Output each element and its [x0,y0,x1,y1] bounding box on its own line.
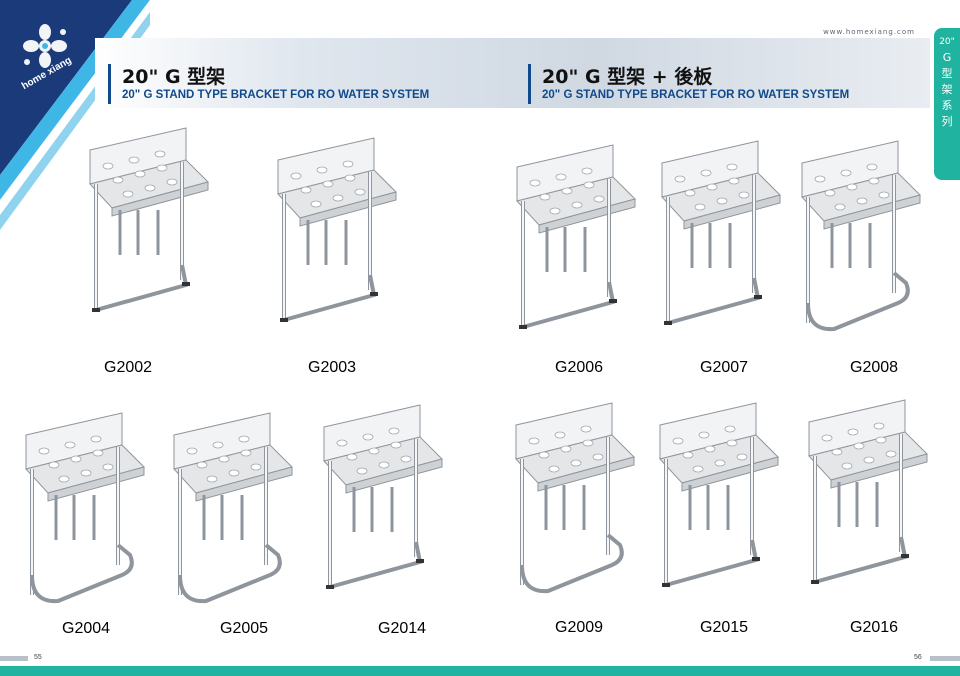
section-title: 20" G 型架 + 後板 [542,66,713,88]
product-label: G2004 [62,620,111,637]
product-label: G2007 [700,359,749,376]
product-card [650,133,800,363]
series-tab: 20" G 型 架 系 列 [934,28,960,180]
series-tab-char: 列 [941,115,953,128]
page-number-right: 56 [914,654,922,661]
product-label: G2003 [308,359,357,376]
footer-stripe [0,666,960,676]
product-label: G2016 [850,619,899,636]
title-bar [528,64,531,104]
website-url: www.homexiang.com [823,28,915,36]
product-card [790,133,940,363]
logo: home xiang [15,22,75,92]
product-label: G2008 [850,359,899,376]
series-tab-char: 20" [939,37,955,47]
series-tab-char: 系 [941,99,953,112]
product-label: G2002 [104,359,153,376]
bracket-image [323,404,443,589]
title-bar [108,64,111,104]
product-label: G2015 [700,619,749,636]
product-card [14,405,164,635]
product-label: G2014 [378,620,427,637]
page-bar-right [930,656,960,661]
page-bar-left [0,656,28,661]
section-title: 20" G 型架 [122,66,226,88]
product-card [504,395,654,625]
header-band [95,38,930,108]
series-tab-char: 型 [941,67,953,80]
product-card [266,130,416,360]
product-label: G2006 [555,359,604,376]
bracket-image [516,144,636,329]
series-tab-char: 架 [941,83,953,96]
product-card [312,397,462,627]
page-number-left: 55 [34,654,42,661]
section-subtitle: 20" G STAND TYPE BRACKET FOR RO WATER SY… [542,89,850,101]
series-tab-char: G [942,51,952,64]
bracket-image [277,137,397,322]
section-subtitle: 20" G STAND TYPE BRACKET FOR RO WATER SY… [122,89,430,101]
bracket-image [25,412,145,604]
product-card [648,395,798,625]
product-card [797,392,947,622]
product-card [505,137,655,367]
bracket-image [173,412,293,604]
bracket-image [515,402,635,594]
product-card [78,120,228,350]
product-label: G2009 [555,619,604,636]
bracket-image [808,399,928,584]
bracket-image [89,127,209,312]
bracket-image [659,402,779,587]
bracket-image [801,140,921,332]
bracket-image [661,140,781,325]
product-card [162,405,312,635]
product-label: G2005 [220,620,269,637]
logo-flower-icon [23,24,67,68]
